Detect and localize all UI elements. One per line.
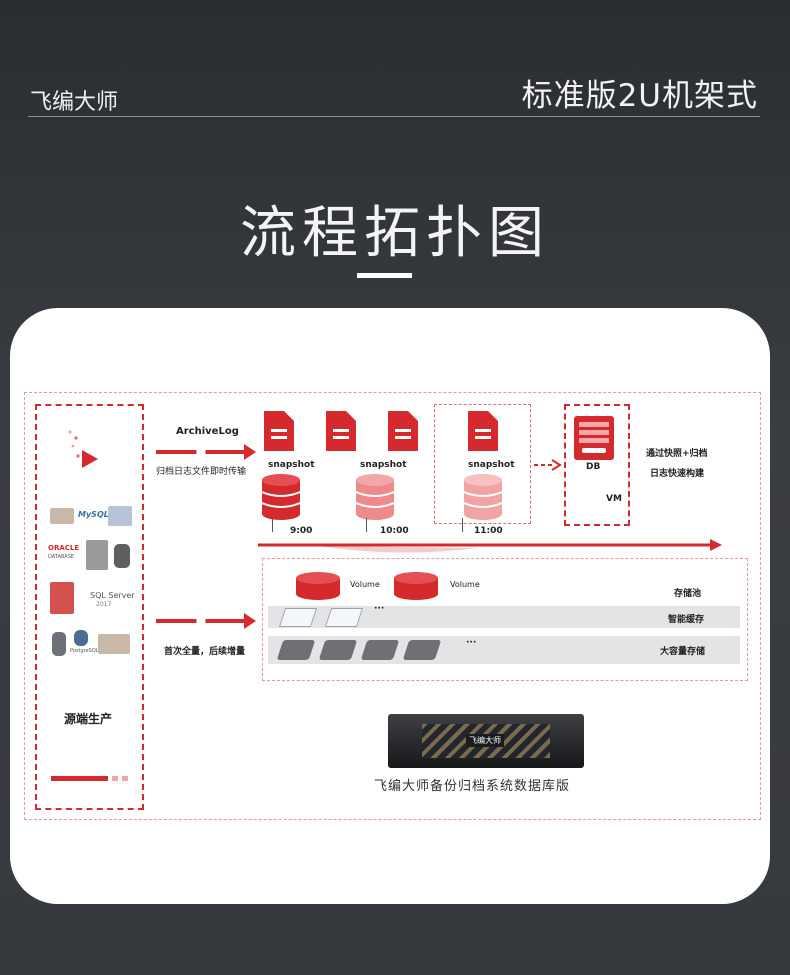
postgres-logo-icon	[74, 630, 88, 646]
source-legend-dot	[112, 776, 118, 781]
source-server-icon	[86, 540, 108, 570]
volume-label: Volume	[450, 580, 480, 589]
edition-title: 标准版2U机架式	[521, 78, 758, 114]
timeline-tick	[462, 518, 463, 532]
ellipsis: ···	[374, 604, 385, 614]
oracle-logo: ORACLE	[48, 544, 80, 552]
hdd-icon	[318, 640, 358, 660]
hdd-icon	[276, 640, 316, 660]
timeline-tick	[366, 518, 367, 532]
brand-name: 飞编大师	[30, 90, 119, 115]
postgres-label: PostgreSQL	[70, 648, 99, 654]
recovery-point-frame	[434, 404, 531, 524]
ssd-icon	[324, 608, 364, 627]
source-logo-icon	[68, 430, 98, 468]
source-database-icon	[114, 544, 130, 568]
snapshot-document-icon	[326, 411, 356, 451]
snapshot-database-icon	[262, 474, 300, 520]
archivelog-arrow	[156, 450, 246, 454]
large-storage-label: 大容量存储	[660, 647, 706, 657]
timeline-arrow	[258, 539, 722, 553]
hdd-icon	[402, 640, 442, 660]
full-sync-desc: 首次全量，后续增量	[164, 647, 246, 657]
source-database-icon	[52, 632, 66, 656]
page-title: 流程拓扑图	[240, 201, 550, 266]
storage-frame	[262, 558, 748, 681]
sqlserver-logo: SQL Server	[90, 591, 135, 600]
restore-arrow-icon	[534, 459, 562, 471]
snapshot-database-icon	[464, 474, 502, 520]
sqlserver-year: 2017	[96, 601, 112, 608]
arrow-head-icon	[244, 444, 256, 460]
source-frame	[35, 404, 144, 810]
volume-icon	[296, 572, 340, 600]
snapshot-label: snapshot	[268, 460, 315, 470]
storage-pool-label: 存储池	[674, 589, 702, 599]
archivelog-desc: 归档日志文件即时传输	[156, 467, 247, 477]
snapshot-document-icon	[468, 411, 498, 451]
source-label: 源端生产	[64, 712, 113, 726]
header-divider	[28, 116, 760, 117]
diagram-outer-frame	[24, 392, 761, 820]
source-server-icon	[50, 582, 74, 614]
full-sync-arrow	[156, 619, 246, 623]
server-logo: 飞编大师	[466, 734, 504, 747]
snapshot-database-icon	[356, 474, 394, 520]
arrow-head-icon	[244, 613, 256, 629]
archivelog-label: ArchiveLog	[176, 426, 239, 437]
db-server-icon	[574, 416, 614, 460]
hdd-icon	[360, 640, 400, 660]
mysql-logo: MySQL	[78, 510, 109, 519]
smart-cache-row	[268, 606, 740, 628]
volume-icon	[394, 572, 438, 600]
snapshot-document-icon	[264, 411, 294, 451]
db-label: DB	[586, 462, 601, 472]
snapshot-document-icon	[388, 411, 418, 451]
vm-label: VM	[606, 494, 622, 504]
time-label: 10:00	[380, 526, 409, 536]
vm-frame	[564, 404, 630, 526]
snapshot-label: snapshot	[468, 460, 515, 470]
server-caption: 飞编大师备份归档系统数据库版	[374, 779, 571, 794]
vm-desc-line2: 日志快速构建	[650, 469, 705, 479]
vm-desc-line1: 通过快照+归档	[646, 449, 708, 459]
time-label: 9:00	[290, 526, 313, 536]
diagram-card: MySQL ORACLE DATABASE SQL Server 2017 Po…	[10, 308, 770, 904]
timeline-tick	[272, 518, 273, 532]
rack-server-image: 飞编大师	[388, 714, 584, 768]
source-server-icon	[108, 506, 132, 526]
ellipsis: ···	[466, 638, 477, 648]
volume-label: Volume	[350, 580, 380, 589]
source-server-icon	[98, 634, 130, 654]
title-underline	[357, 273, 412, 278]
source-server-icon	[50, 508, 74, 524]
oracle-sub-label: DATABASE	[48, 554, 75, 560]
ssd-icon	[278, 608, 318, 627]
smart-cache-label: 智能缓存	[668, 615, 705, 625]
source-legend-dot	[122, 776, 128, 781]
source-legend-bar	[51, 776, 108, 781]
time-label: 11:00	[474, 526, 503, 536]
snapshot-label: snapshot	[360, 460, 407, 470]
